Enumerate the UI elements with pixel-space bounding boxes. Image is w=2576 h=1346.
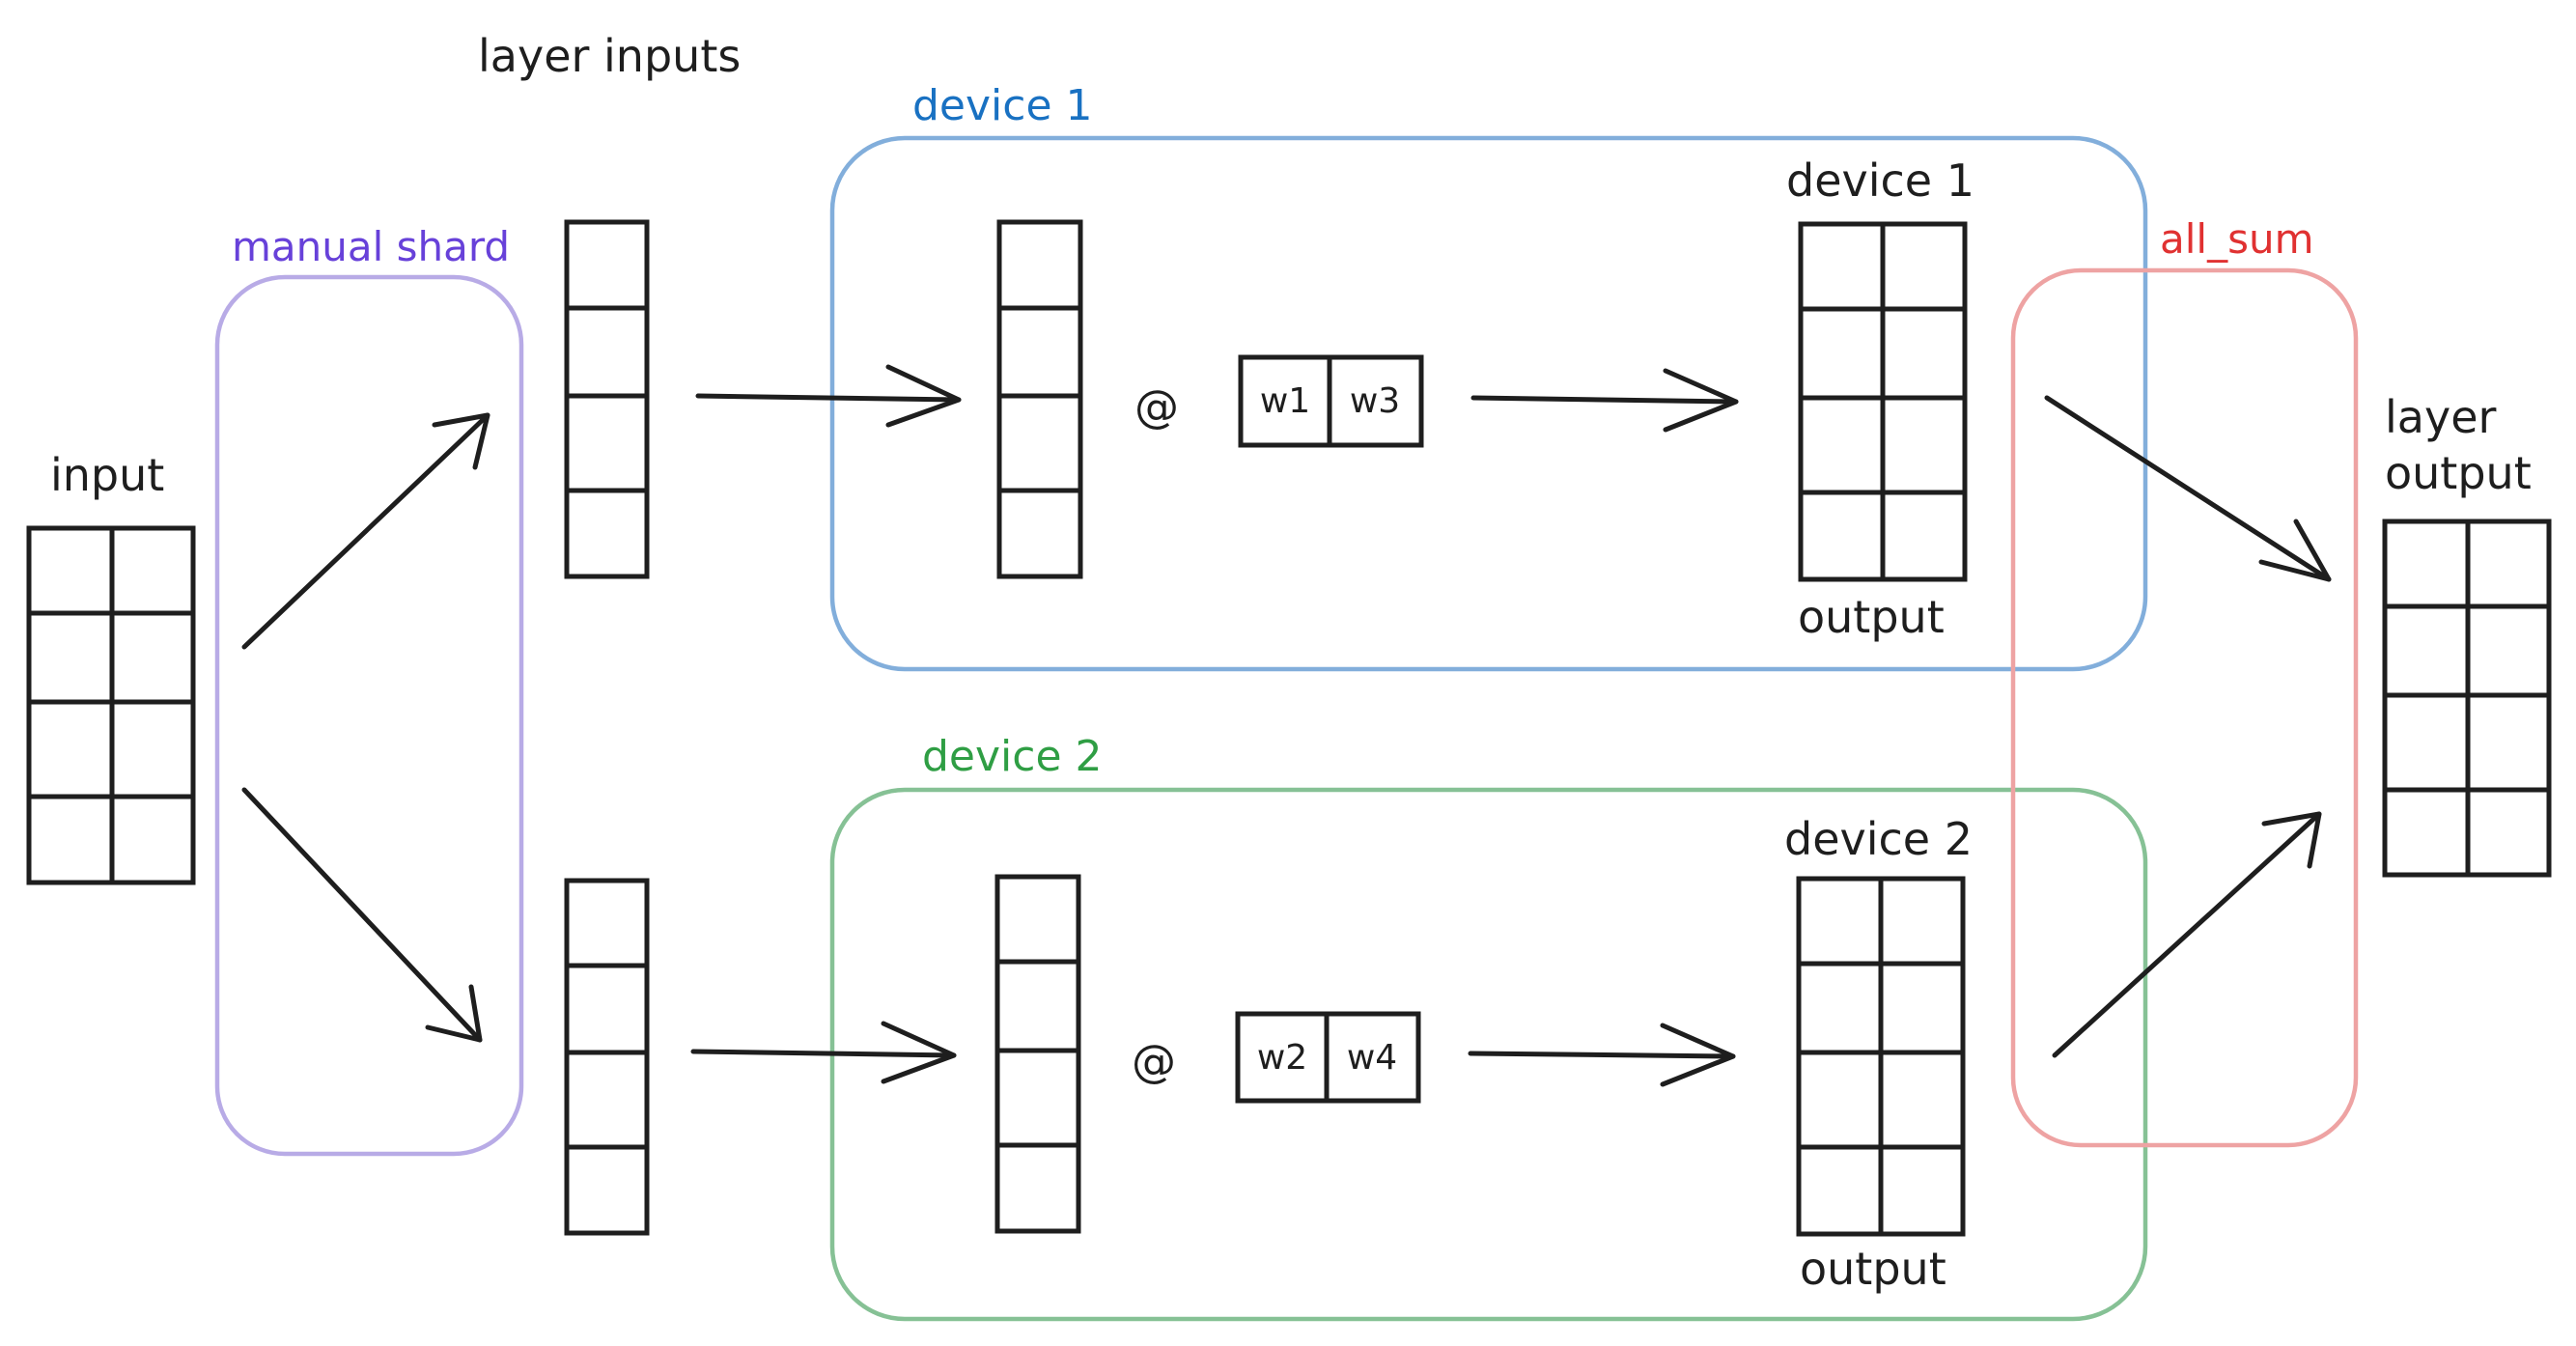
output-2-label: output <box>1800 1243 1946 1295</box>
device-1-group <box>829 135 2148 672</box>
arrow-device-1-to-output <box>1470 368 1739 433</box>
input-label: input <box>50 449 164 501</box>
device-1-weights: w1 w3 <box>1238 354 1424 448</box>
device-1-group-label: device 1 <box>912 81 1093 130</box>
weight-w4: w4 <box>1347 1038 1397 1078</box>
matmul-1-symbol: @ <box>1134 380 1179 433</box>
arrow-device-2-to-output <box>1468 1023 1736 1087</box>
layer-inputs-label: layer inputs <box>478 30 741 82</box>
arrow-device-2-output-to-all-sum <box>2052 811 2322 1058</box>
layer-output-matrix <box>2382 519 2552 878</box>
output-1-label: output <box>1798 591 1945 643</box>
weight-w3: w3 <box>1350 381 1400 421</box>
arrow-input-to-shard-2 <box>241 787 483 1043</box>
manual-shard-label: manual shard <box>232 223 510 270</box>
weight-w1: w1 <box>1260 381 1310 421</box>
layer-output-label-line2: output <box>2385 447 2532 499</box>
arrow-device-1-output-to-all-sum <box>2044 395 2332 582</box>
weight-w2: w2 <box>1257 1038 1307 1078</box>
device-2-output-title: device 2 <box>1784 813 1973 865</box>
arrow-input-to-shard-1 <box>241 412 490 650</box>
device-1-input-vector <box>996 219 1083 579</box>
device-1-output-matrix <box>1798 221 1968 582</box>
layer-input-1 <box>564 219 650 579</box>
layer-input-2 <box>564 878 650 1236</box>
all-sum-label: all_sum <box>2160 215 2314 263</box>
device-1-output-title: device 1 <box>1786 154 1974 207</box>
manual-shard-group <box>214 274 524 1157</box>
layer-output-label-line1: layer <box>2385 391 2496 443</box>
device-2-output-matrix <box>1796 876 1966 1237</box>
device-2-group-label: device 2 <box>922 732 1103 781</box>
matmul-2-symbol: @ <box>1132 1035 1176 1087</box>
arrow-layer-input-1-to-device-1 <box>695 364 962 428</box>
all-sum-group <box>2010 267 2359 1148</box>
device-2-input-vector <box>994 874 1081 1234</box>
device-2-weights: w2 w4 <box>1235 1011 1421 1104</box>
input-matrix <box>26 525 196 885</box>
arrow-layer-input-2-to-device-2 <box>690 1021 957 1084</box>
